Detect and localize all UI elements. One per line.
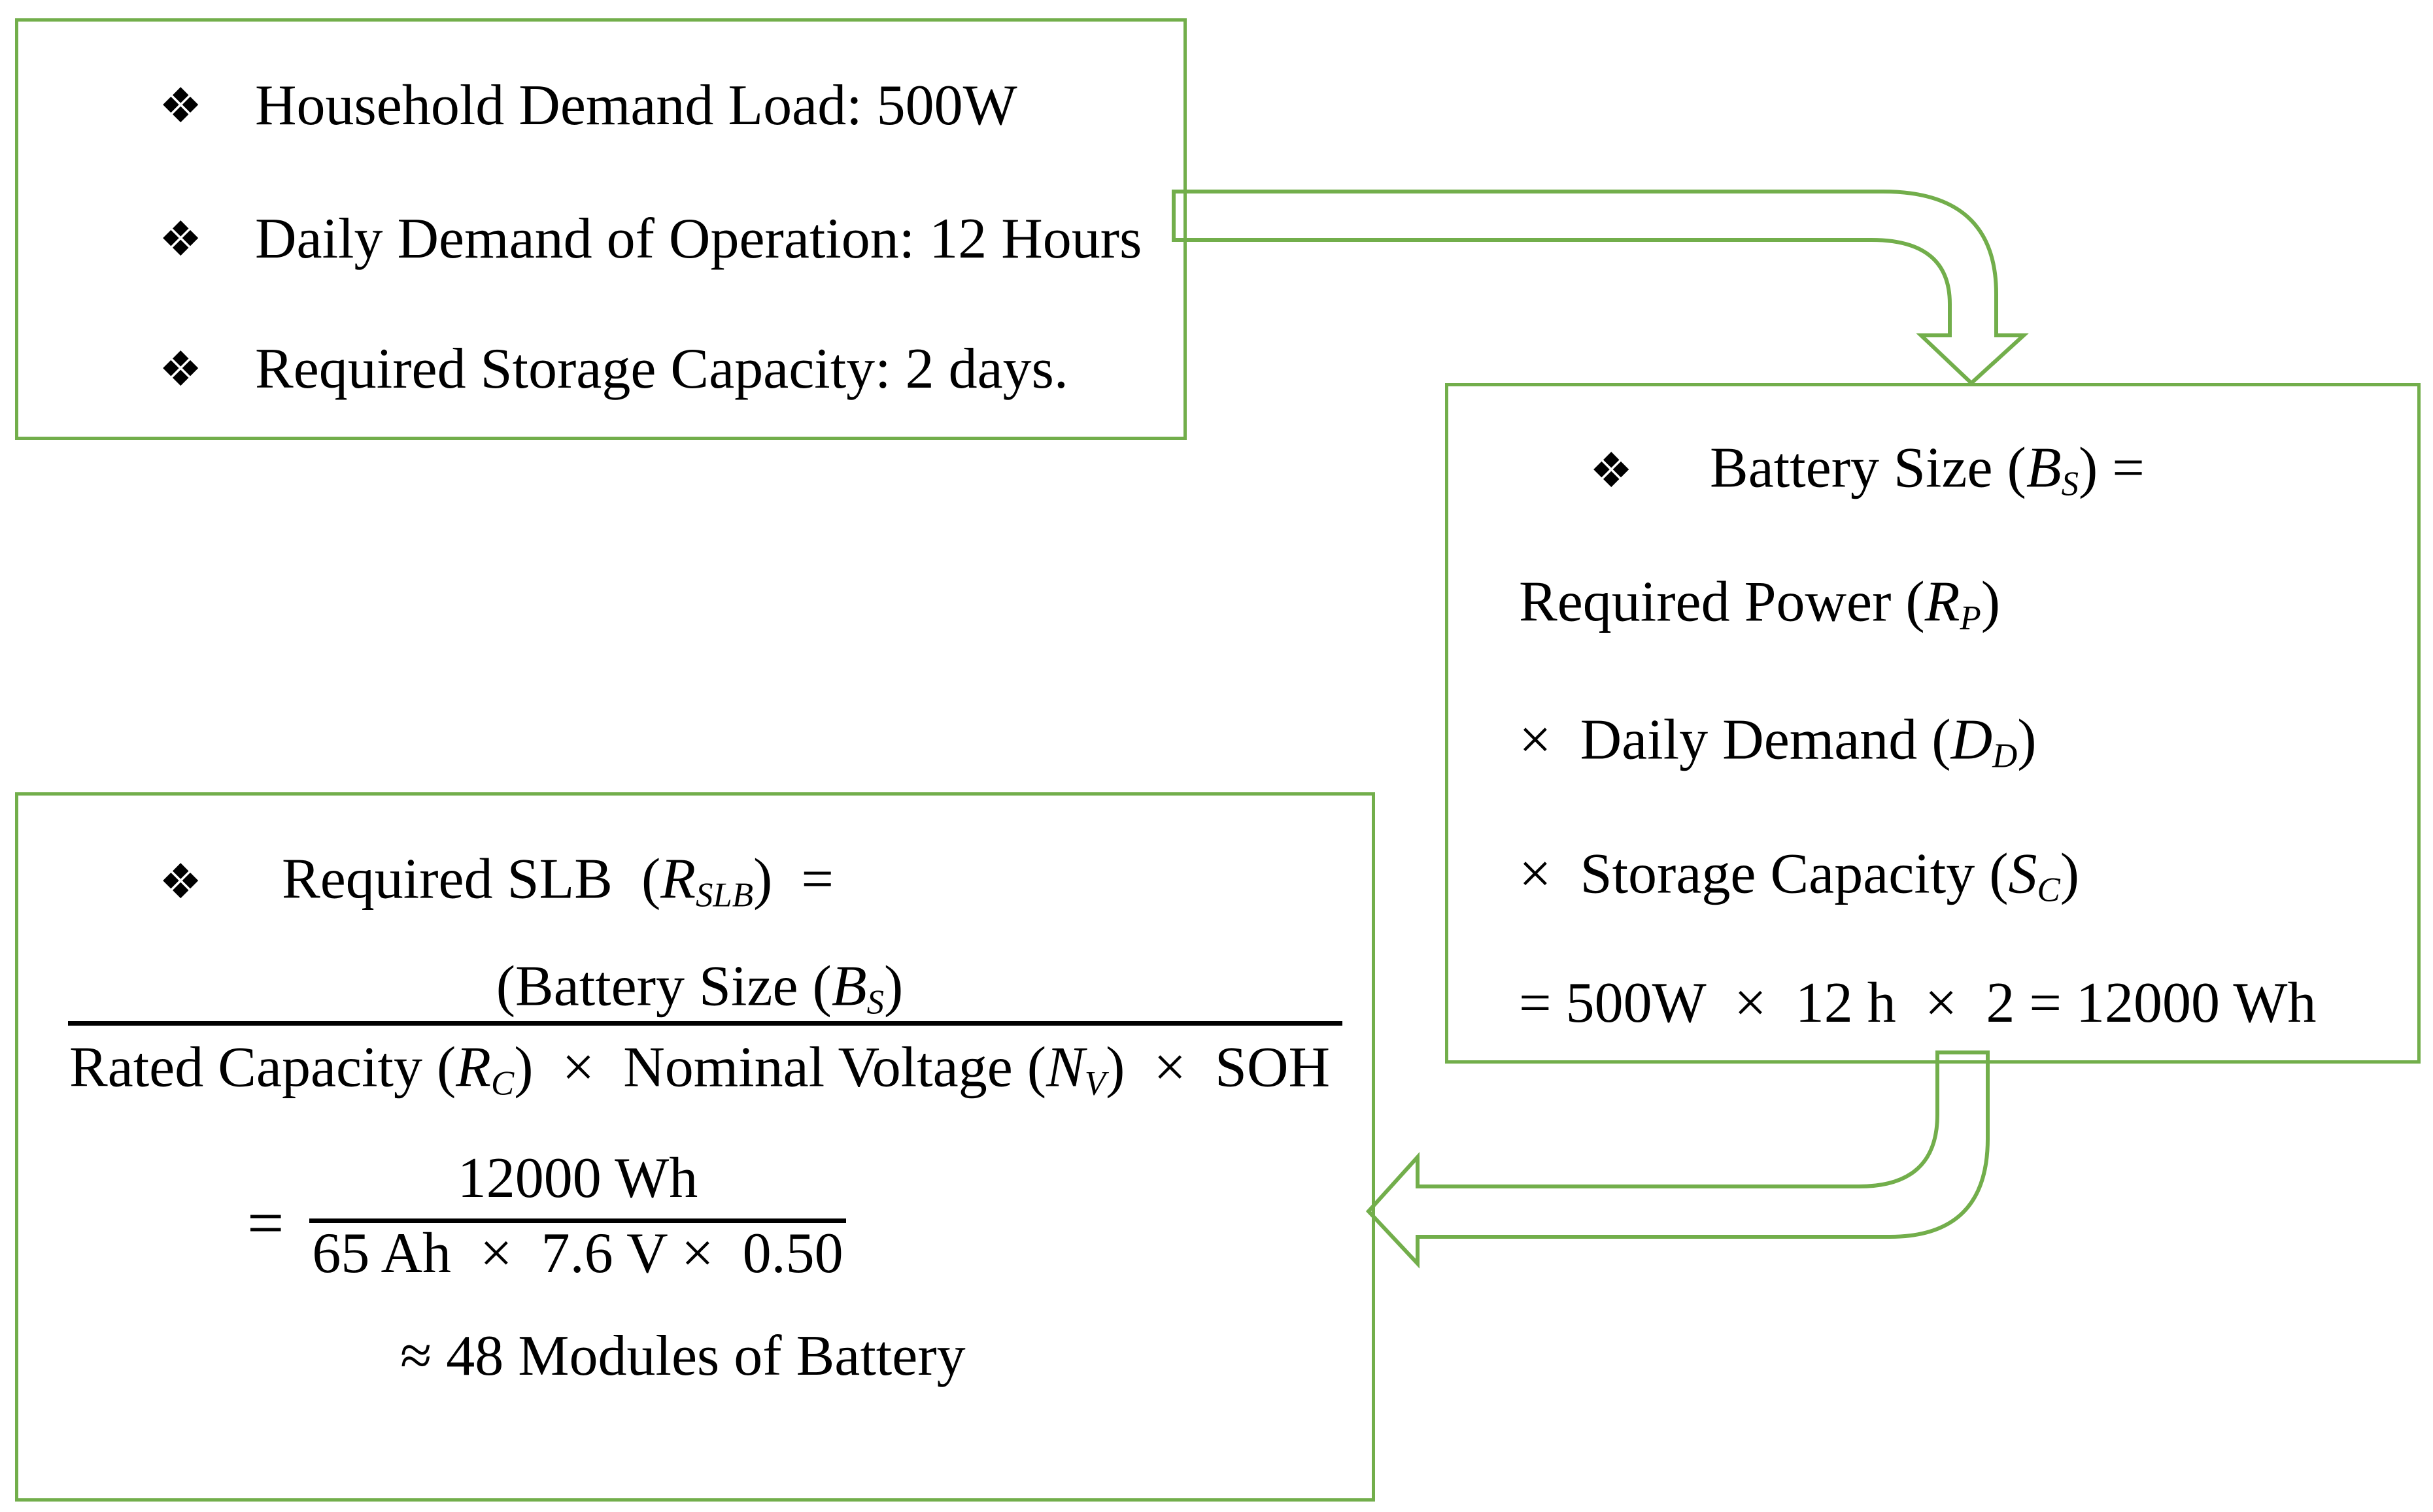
modules-result-line: ≈ 48 Modules of Battery [400,1324,966,1388]
battery-size-result-line: = 500W × 12 h × 2 = 12000 Wh [1519,971,2317,1035]
required-slb-formula-box [15,792,1375,1502]
flow-arrow-box1-to-box2 [1172,190,2029,386]
bullet-icon: ❖ [159,341,203,397]
storage-capacity-term: × Storage Capacity (SC) [1519,842,2080,909]
battery-size-heading: Battery Size (BS) = [1710,436,2145,503]
bullet-icon: ❖ [159,211,203,267]
input-parameters-box [15,18,1187,440]
required-power-term: Required Power (RP) [1519,570,2001,637]
bullet-icon: ❖ [159,78,203,134]
equals-sign: = [247,1186,284,1259]
required-slb-heading: Required SLB (RSLB) = [282,847,834,915]
fraction2-numerator: 12000 Wh [457,1147,698,1210]
fraction1-numerator: (Battery Size (BS) [496,954,904,1022]
household-demand-load-line: Household Demand Load: 500W [255,74,1017,137]
required-storage-capacity-line: Required Storage Capacity: 2 days. [255,337,1068,401]
fraction1-denominator: Rated Capacity (RC) × Nominal Voltage (N… [69,1035,1331,1103]
daily-demand-line: Daily Demand of Operation: 12 Hours [255,207,1142,271]
flow-arrow-box2-to-box3 [1365,1050,1990,1269]
fraction1-bar [68,1021,1342,1026]
fraction2-bar [309,1218,846,1223]
daily-demand-term: × Daily Demand (DD) [1519,708,2037,775]
fraction2-denominator: 65 Ah × 7.6 V × 0.50 [312,1222,843,1285]
bullet-icon: ❖ [159,854,203,910]
battery-size-formula-box [1445,383,2421,1064]
bullet-icon: ❖ [1590,443,1633,499]
